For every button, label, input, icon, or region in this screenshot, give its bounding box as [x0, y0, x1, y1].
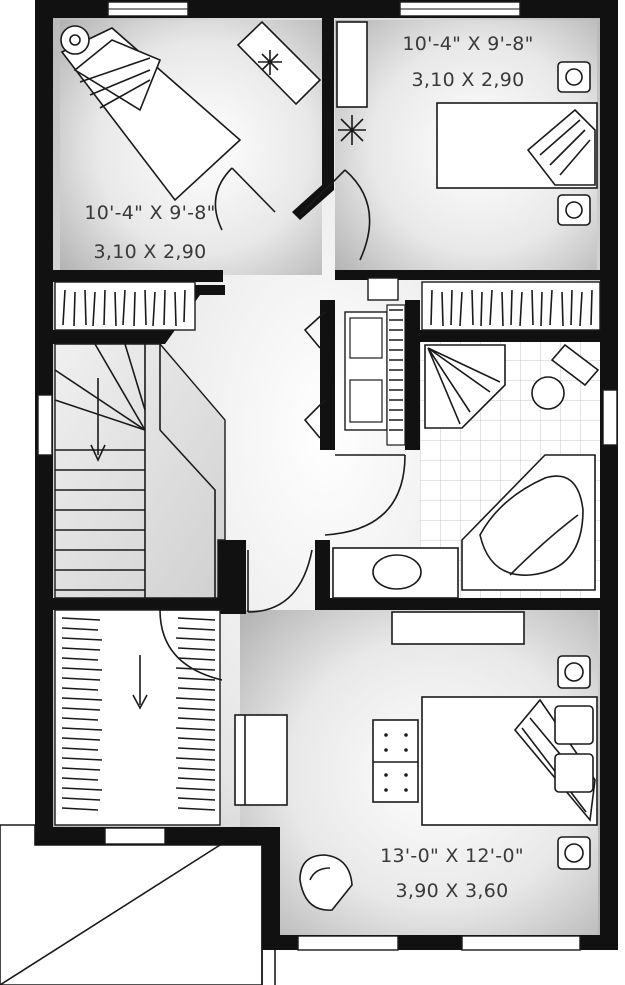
room-dimensions-imperial: 10'-4" X 9'-8"	[402, 33, 533, 55]
bed-master	[421, 655, 598, 870]
bench	[372, 719, 419, 803]
wardrobe-top-right	[336, 21, 368, 108]
vanity	[332, 547, 459, 599]
staircase	[54, 343, 226, 599]
room-label-bedroom-3: 10'-4" X 9'-8" 3,10 X 2,90	[84, 202, 215, 263]
closet-bottom-left	[54, 609, 221, 826]
desk-top-left	[236, 20, 322, 106]
room-label-master-bedroom: 13'-0" X 12'-0" 3,90 X 3,60	[380, 845, 524, 902]
bed-top-right	[436, 61, 598, 226]
armchair	[299, 854, 353, 911]
dresser	[391, 611, 525, 645]
room-dimensions-metric: 3,10 X 2,90	[93, 241, 206, 263]
desk-master	[234, 714, 288, 806]
closet-top-right	[421, 281, 601, 331]
room-dimensions-imperial: 13'-0" X 12'-0"	[380, 845, 524, 867]
toilet	[531, 343, 600, 410]
closet-top-left	[54, 281, 196, 331]
room-dimensions-imperial: 10'-4" X 9'-8"	[84, 202, 215, 224]
deck	[0, 824, 276, 985]
door-swings	[159, 167, 406, 681]
shower	[424, 344, 506, 429]
room-dimensions-metric: 3,90 X 3,60	[395, 880, 508, 902]
room-dimensions-metric: 3,10 X 2,90	[411, 69, 524, 91]
linen-cabinet	[303, 277, 406, 446]
plant-icon	[338, 115, 366, 145]
room-label-bedroom-2: 10'-4" X 9'-8" 3,10 X 2,90	[402, 33, 533, 91]
windows	[37, 1, 618, 951]
bathtub	[461, 454, 596, 591]
bed-top-left	[60, 25, 242, 202]
interior-walls	[53, 18, 600, 614]
